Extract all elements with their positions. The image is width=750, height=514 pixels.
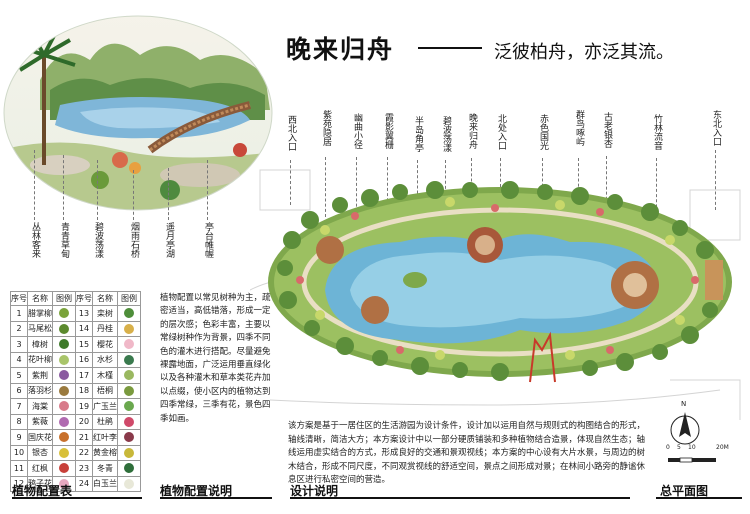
plan-label: 西北入口 xyxy=(286,115,296,151)
plant-legend-icon xyxy=(59,354,69,365)
section-rule xyxy=(160,497,272,499)
plant-legend-icon xyxy=(124,401,134,412)
north-label: N xyxy=(681,400,687,408)
plant-legend-icon xyxy=(59,308,69,319)
sketch-label: 遥月亭湖 xyxy=(164,222,174,258)
plant-legend-icon xyxy=(59,323,69,334)
sketch-label: 烟雨石桥 xyxy=(129,222,139,258)
plant-description: 植物配置以常见树种为主，疏密适当，高低错落，形成一定的层次感；色彩丰富，主要以常… xyxy=(160,293,271,424)
plant-legend-icon xyxy=(124,385,134,396)
plan-label: 碧波荡漾 xyxy=(441,116,451,152)
plant-table-label: 植物配置表 xyxy=(12,484,73,498)
plant-legend-icon xyxy=(124,478,134,489)
sketch-label: 碧波荡漾 xyxy=(93,222,103,258)
plant-legend-icon xyxy=(124,432,134,443)
plant-legend-icon xyxy=(59,370,69,381)
plan-label: 竹林流音 xyxy=(652,114,662,150)
section-rule xyxy=(12,497,142,499)
plant-legend-icon xyxy=(124,323,134,334)
sketch-label: 亭台帷幄 xyxy=(203,222,213,258)
plan-label: 东北入口 xyxy=(711,110,721,146)
plan-label: 晚来归舟 xyxy=(467,113,477,149)
plant-legend-icon xyxy=(59,385,69,396)
master-plan xyxy=(250,169,741,420)
plant-legend-icon xyxy=(59,339,69,350)
sketch-leader xyxy=(168,168,169,220)
plan-label: 古老银杏 xyxy=(602,112,612,148)
scale-tick: 0 xyxy=(666,444,670,451)
plan-label: 霞影翼栅 xyxy=(383,113,393,149)
plan-label: 赤色国光 xyxy=(538,114,548,150)
sketch-leader xyxy=(207,160,208,220)
perspective-sketch xyxy=(3,15,273,211)
plant-legend-icon xyxy=(124,308,134,319)
plan-label: 半岛角亭 xyxy=(413,116,423,152)
plan-label: 幽曲小径 xyxy=(352,113,362,149)
sketch-leader xyxy=(97,160,98,220)
plant-legend-icon xyxy=(59,447,69,458)
design-description: 该方案是基于一居住区的生活游园为设计条件，设计加以运用自然与规则式的构图结合的形… xyxy=(288,421,646,486)
design-desc-label: 设计说明 xyxy=(290,484,339,498)
scale-bar xyxy=(668,457,716,463)
sketch-label: 丛林客来 xyxy=(30,222,40,258)
plant-legend-icon xyxy=(59,401,69,412)
section-rule xyxy=(656,497,742,499)
plan-label: 紫苑隐居 xyxy=(321,110,331,146)
plan-label: 群鸟啄屿 xyxy=(574,110,584,146)
title-dash xyxy=(418,47,482,49)
plant-desc-label: 植物配置说明 xyxy=(160,484,233,498)
sketch-leader xyxy=(34,150,35,220)
plan-label-title: 总平面图 xyxy=(660,484,709,498)
plant-legend-icon xyxy=(124,447,134,458)
sketch-leader xyxy=(63,155,64,220)
plant-legend-icon xyxy=(59,432,69,443)
scale-tick: 20M xyxy=(716,444,729,451)
plant-legend-icon xyxy=(59,478,69,489)
plant-legend-icon xyxy=(59,416,69,427)
scale-tick: 5 xyxy=(677,444,681,451)
page-subtitle: 泛彼柏舟，亦泛其流。 xyxy=(494,42,674,63)
north-arrow xyxy=(670,412,700,445)
plant-legend-icon xyxy=(124,463,134,474)
page-title: 晚来归舟 xyxy=(286,35,395,64)
plant-legend-icon xyxy=(124,339,134,350)
plant-legend-icon xyxy=(124,354,134,365)
plant-legend-icon xyxy=(59,463,69,474)
plant-legend-icon xyxy=(124,416,134,427)
sketch-label: 青青草甸 xyxy=(59,222,69,258)
scale-tick: 10 xyxy=(688,444,696,451)
section-rule xyxy=(290,497,630,499)
plan-label: 北处入口 xyxy=(496,114,506,150)
plant-legend-icon xyxy=(124,370,134,381)
sketch-leader xyxy=(133,170,134,220)
